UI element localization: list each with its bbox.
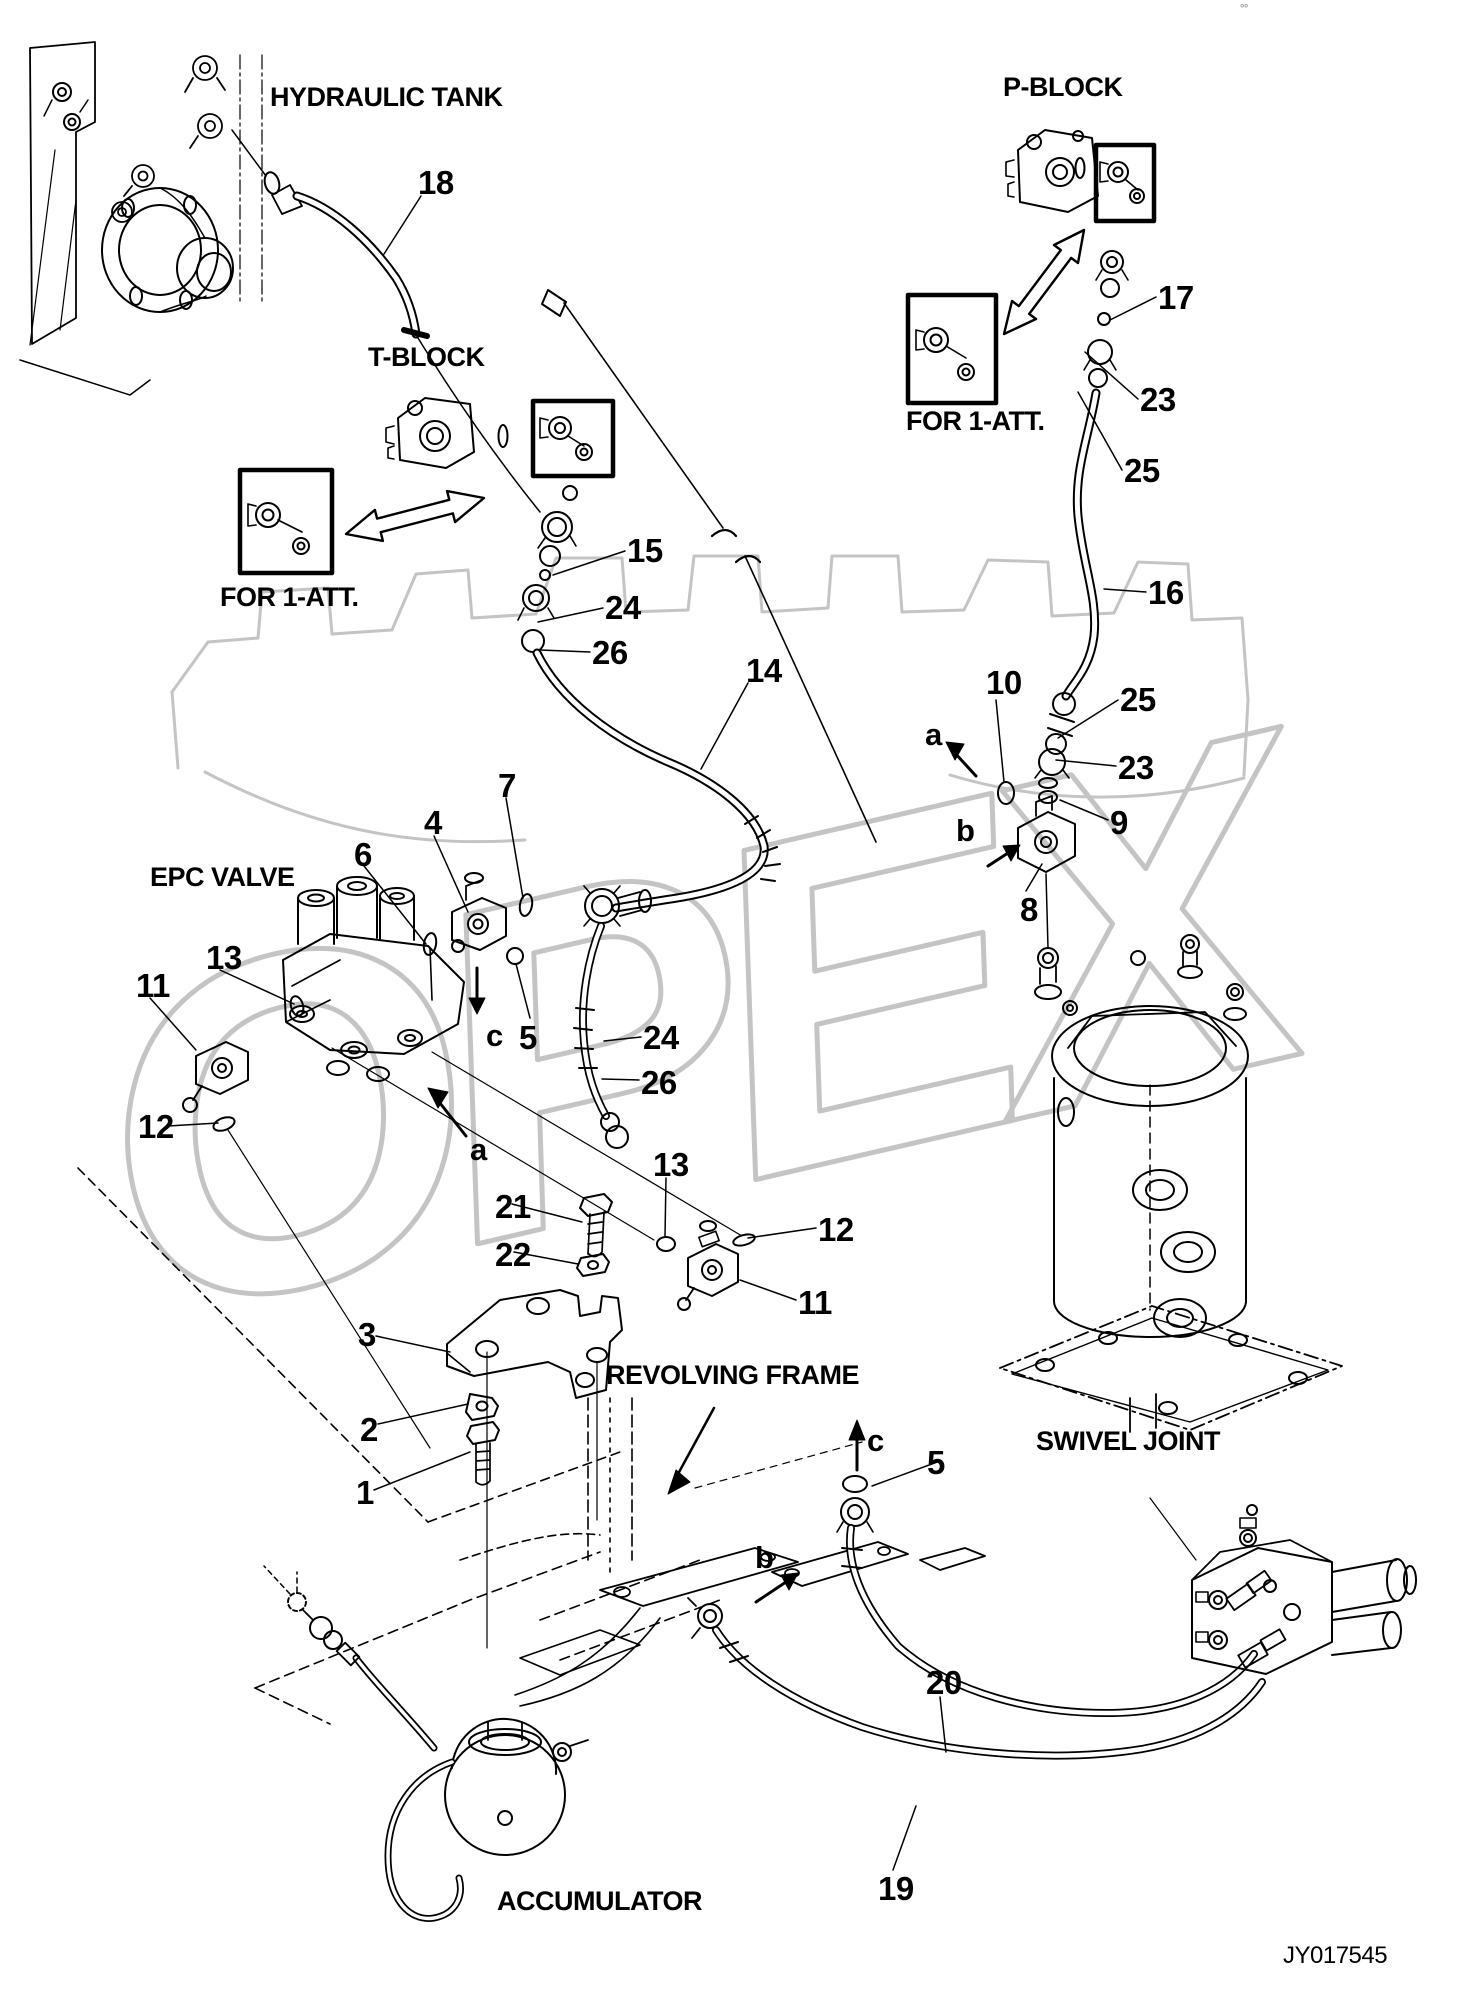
title-for-1-att-left: FOR 1-ATT. xyxy=(220,582,359,612)
callout-a-2: a xyxy=(925,717,942,752)
callout-8: 8 xyxy=(1020,891,1038,928)
epc-valve-art xyxy=(282,876,465,1082)
callout-18: 18 xyxy=(418,164,454,201)
callout-24-b: 24 xyxy=(643,1019,679,1056)
bracket-and-bolts xyxy=(446,1193,623,1486)
callout-5: 5 xyxy=(519,1019,537,1056)
doc-number: JY017545 xyxy=(1283,1942,1388,1969)
callout-21: 21 xyxy=(495,1188,531,1225)
title-hydraulic-tank: HYDRAULIC TANK xyxy=(270,82,503,112)
callout-10: 10 xyxy=(986,664,1022,701)
corner-marks: °° xyxy=(1240,3,1248,15)
callout-13: 13 xyxy=(206,939,242,976)
hose-14-run-line xyxy=(541,289,877,843)
fitting-chain-epc xyxy=(422,872,652,965)
title-p-block: P-BLOCK xyxy=(1003,72,1123,102)
mount-bars-art xyxy=(599,1541,986,1607)
callout-12-b: 12 xyxy=(818,1211,854,1248)
callout-14: 14 xyxy=(746,652,782,689)
hose-16 xyxy=(1034,388,1101,789)
fitting-11-mid xyxy=(656,1220,756,1311)
callout-25-b: 25 xyxy=(1120,681,1156,718)
p-block-art xyxy=(905,129,1157,406)
watermark-gear-icon xyxy=(170,554,1250,844)
accumulator-art xyxy=(263,1565,589,1922)
title-swivel-joint: SWIVEL JOINT xyxy=(1036,1426,1221,1456)
t-block-art xyxy=(237,397,616,653)
title-for-1-att-right: FOR 1-ATT. xyxy=(906,406,1045,436)
hose-19-20-art xyxy=(687,1475,1287,1760)
callout-5-b: 5 xyxy=(927,1444,945,1481)
callout-12: 12 xyxy=(138,1108,174,1145)
callout-11-b: 11 xyxy=(798,1284,832,1321)
control-valve-art xyxy=(1149,1497,1417,1675)
callout-24: 24 xyxy=(605,589,641,626)
callout-26-b: 26 xyxy=(641,1064,677,1101)
svg-text:OPEX: OPEX xyxy=(45,627,1378,1419)
hydraulic-tank-art xyxy=(19,41,281,396)
callout-17: 17 xyxy=(1158,279,1194,316)
callout-6: 6 xyxy=(354,836,372,873)
callout-16: 16 xyxy=(1148,574,1184,611)
hose-24-26 xyxy=(573,922,629,1149)
callout-c-2: c xyxy=(867,1423,884,1458)
swivel-joint-art xyxy=(999,934,1343,1433)
title-revolving-frame: REVOLVING FRAME xyxy=(606,1360,860,1390)
callout-9: 9 xyxy=(1110,804,1128,841)
callout-15: 15 xyxy=(627,532,663,569)
callout-3: 3 xyxy=(358,1316,376,1353)
callout-b-2: b xyxy=(755,1540,774,1575)
elbow-8-and-orings xyxy=(997,781,1076,949)
direction-arrows xyxy=(427,741,1021,1604)
title-accumulator: ACCUMULATOR xyxy=(497,1886,702,1916)
revolving-frame-art xyxy=(77,1167,721,1725)
callout-4: 4 xyxy=(424,804,442,841)
callout-a-1: a xyxy=(470,1132,487,1167)
callout-23: 23 xyxy=(1140,381,1176,418)
callout-23-b: 23 xyxy=(1118,749,1154,786)
hose-14 xyxy=(532,648,781,913)
callout-2: 2 xyxy=(360,1411,378,1448)
title-t-block: T-BLOCK xyxy=(368,342,485,372)
title-epc-valve: EPC VALVE xyxy=(150,862,295,892)
leader-lines xyxy=(149,129,1157,1871)
callout-b-1: b xyxy=(956,813,975,848)
watermark-text: OPEX xyxy=(42,625,1380,1422)
callout-13-b: 13 xyxy=(653,1146,689,1183)
callout-7: 7 xyxy=(498,767,516,804)
callout-20: 20 xyxy=(926,1664,962,1701)
callout-26: 26 xyxy=(592,634,628,671)
callout-1: 1 xyxy=(356,1474,374,1511)
callout-22: 22 xyxy=(495,1236,531,1273)
callout-19: 19 xyxy=(878,1870,914,1907)
callout-c-1: c xyxy=(486,1018,503,1053)
fitting-11-left xyxy=(182,995,305,1132)
callout-25: 25 xyxy=(1124,452,1160,489)
callout-11: 11 xyxy=(136,967,170,1004)
